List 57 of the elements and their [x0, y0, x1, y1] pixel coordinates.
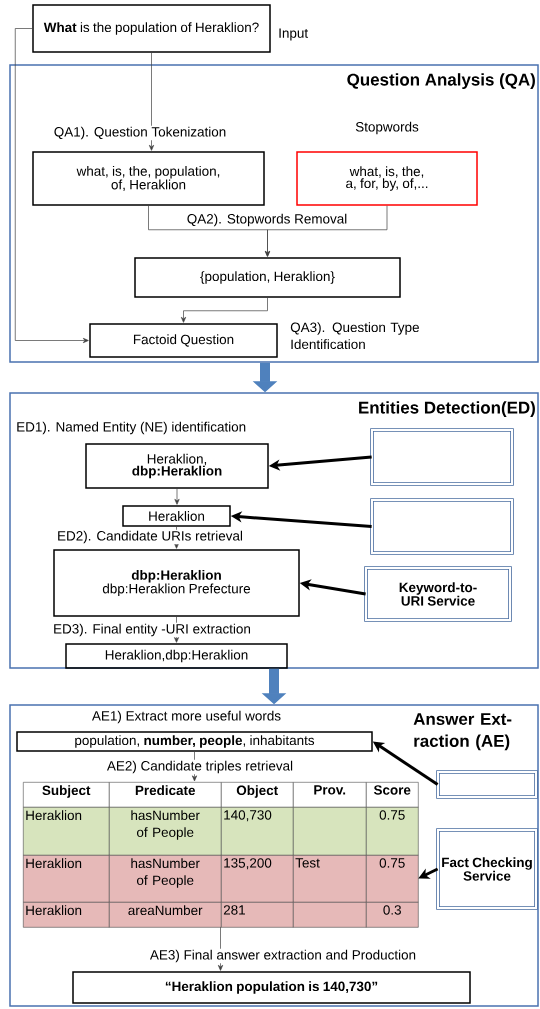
- arrow: [191, 751, 198, 782]
- table-cell: Test: [293, 855, 367, 903]
- service-box: [370, 498, 514, 555]
- table-cell: hasNumber of People: [109, 855, 222, 903]
- arrow: [217, 926, 224, 971]
- arrow: [264, 205, 388, 257]
- step-label: AE1) Extract more useful words: [92, 710, 281, 724]
- edge-label: ED2). Candidate URIs retrieval: [56, 529, 244, 545]
- table-cell: Heraklion: [23, 902, 110, 928]
- service-box: Keyword-to- URI Service: [364, 566, 512, 622]
- table-header-cell: Prov.: [293, 782, 367, 808]
- process-box: What is the population of Heraklion?: [32, 4, 271, 53]
- panel-title: Question Analysis (QA): [347, 73, 535, 89]
- table-cell: 281: [221, 902, 294, 928]
- process-box: Heraklion,dbp:Heraklion: [65, 643, 288, 669]
- process-box: population, number, people, inhabitants: [16, 731, 373, 752]
- table-cell: hasNumber of People: [109, 807, 222, 856]
- process-box: Factoid Question: [89, 323, 278, 358]
- edge-label: AE2) Candidate triples retrieval: [105, 759, 295, 775]
- table-header-cell: Subject: [23, 782, 110, 808]
- arrow: [173, 526, 180, 549]
- table-cell: areaNumber: [109, 902, 222, 928]
- arrow: [148, 52, 155, 151]
- process-box: {population, Heraklion}: [134, 257, 401, 298]
- step-label: ED1). Named Entity (NE) identification: [17, 421, 246, 435]
- table-cell: 0.75: [366, 855, 419, 903]
- process-box: “Heraklion population is 140,730”: [72, 971, 471, 1004]
- stopword-box: what, is, the, a, for, by, of,...: [296, 151, 478, 206]
- service-box: [370, 428, 514, 486]
- arrow: [173, 616, 180, 643]
- table-cell: Heraklion: [23, 855, 110, 903]
- edge-label: QA2). Stopwords Removal: [185, 212, 349, 228]
- service-box: [436, 770, 538, 799]
- edge-label: ED3). Final entity -URI extraction: [52, 622, 252, 638]
- table-cell: 0.75: [366, 807, 419, 856]
- table-cell: 140,730: [221, 807, 294, 856]
- table-header-cell: Predicate: [109, 782, 222, 808]
- process-box: what, is, the, population, of, Heraklion: [32, 151, 265, 206]
- step-label: Input: [279, 28, 308, 41]
- process-box: Heraklion: [122, 505, 231, 527]
- panel-title: Entities Detection(ED): [359, 401, 535, 417]
- arrow: [180, 297, 268, 323]
- table-header-cell: Score: [366, 782, 419, 808]
- table-cell: Heraklion: [23, 807, 110, 856]
- table-header-cell: Object: [221, 782, 294, 808]
- box-heading: Stopwords: [355, 121, 419, 135]
- table-cell: 0.3: [366, 902, 419, 928]
- process-box: dbp:Heraklion dbp:Heraklion Prefecture: [53, 549, 300, 617]
- table-cell: 135,200: [221, 855, 294, 903]
- edge-label: QA1). Question Tokenization: [52, 125, 228, 141]
- panel-title: Answer Ext- raction (AE): [413, 713, 512, 751]
- arrow: [14, 28, 89, 344]
- step-label: QA3). Question Type Identification: [290, 322, 419, 349]
- arrow: [174, 488, 180, 505]
- edge-label: AE3) Final answer extraction and Production: [148, 948, 418, 964]
- process-box: Heraklion, dbp:Heraklion: [85, 443, 269, 489]
- service-box: Fact Checking Service: [436, 828, 538, 910]
